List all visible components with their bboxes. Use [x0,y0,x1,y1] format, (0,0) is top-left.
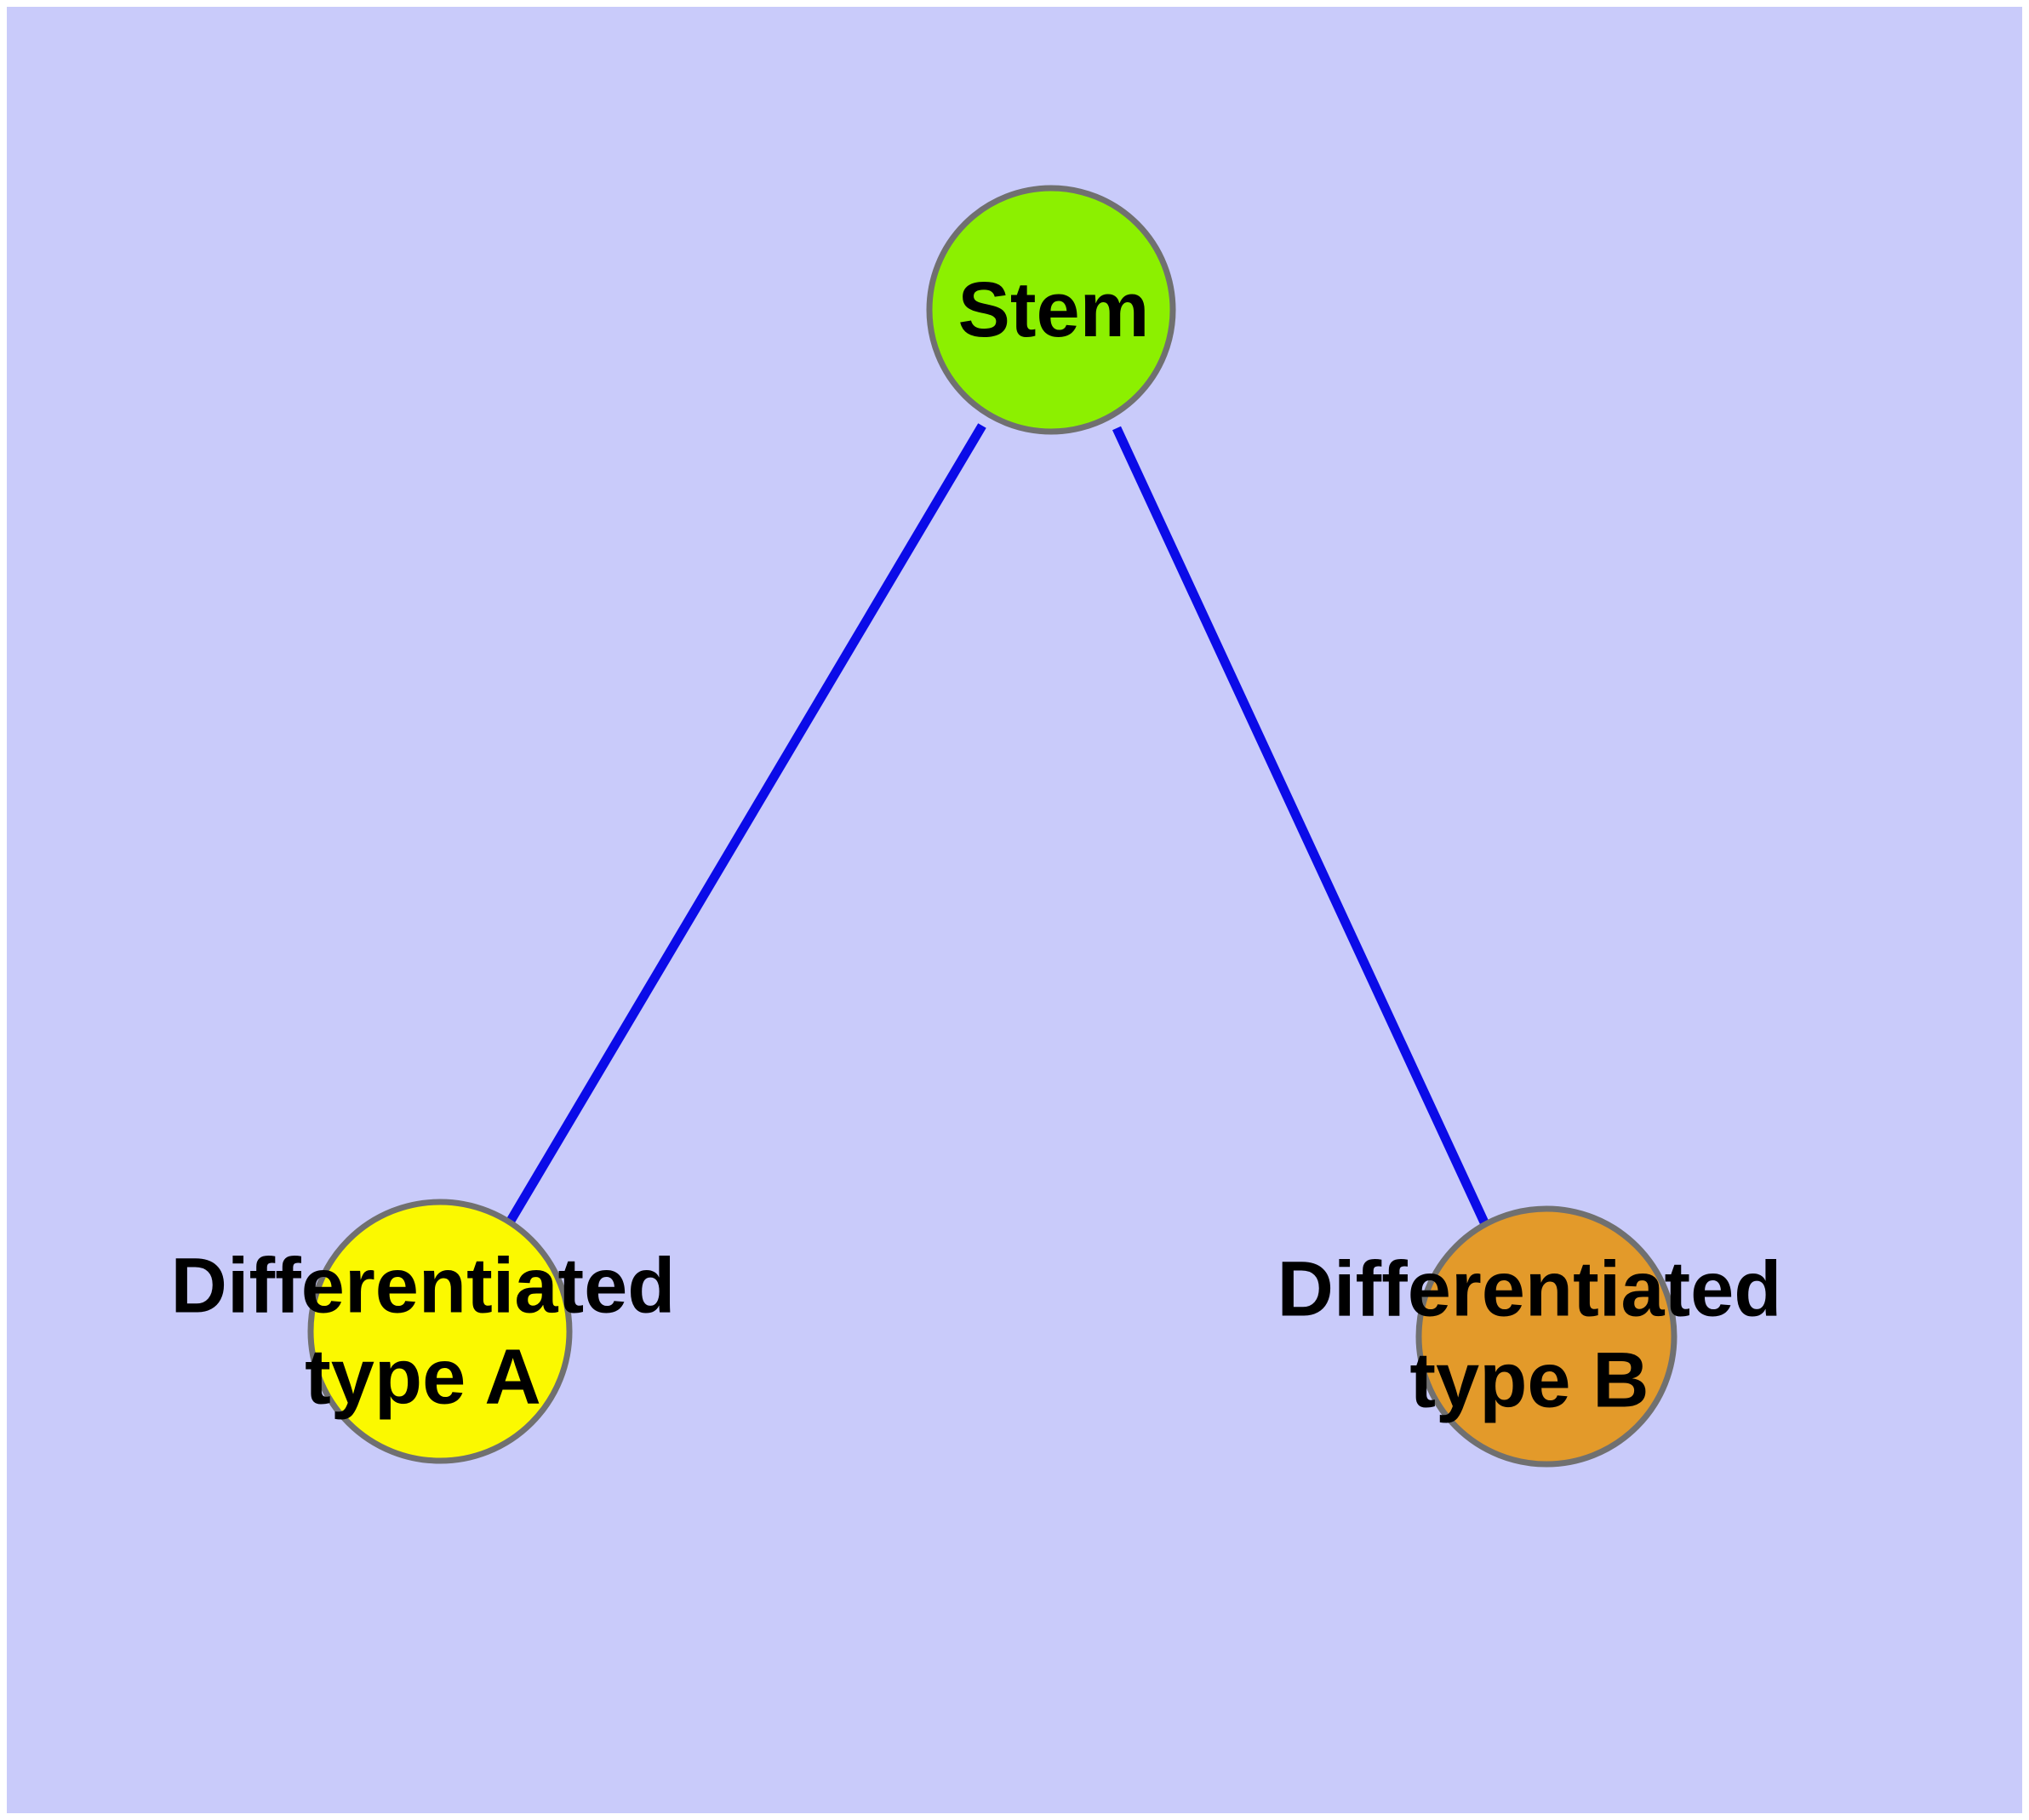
node-label-stem: Stem [958,266,1150,353]
edges-group [506,423,1489,1225]
node-circle-diff_b[interactable] [1415,1205,1677,1468]
node-circle-diff_a[interactable] [307,1199,573,1464]
node-label-line: type A [305,1333,541,1420]
node-label-line: Stem [958,266,1150,353]
node-label-line: type B [1409,1336,1649,1423]
node-circle-stem[interactable] [926,185,1176,435]
graph-edge-stem-to-diff-a[interactable] [506,423,986,1223]
graph-node-stem[interactable]: Stem [926,185,1176,435]
graph-edge-stem-to-diff-b[interactable] [1112,426,1489,1225]
node-label-line: Differentiated [1277,1246,1782,1333]
node-label-line: Differentiated [171,1243,676,1330]
